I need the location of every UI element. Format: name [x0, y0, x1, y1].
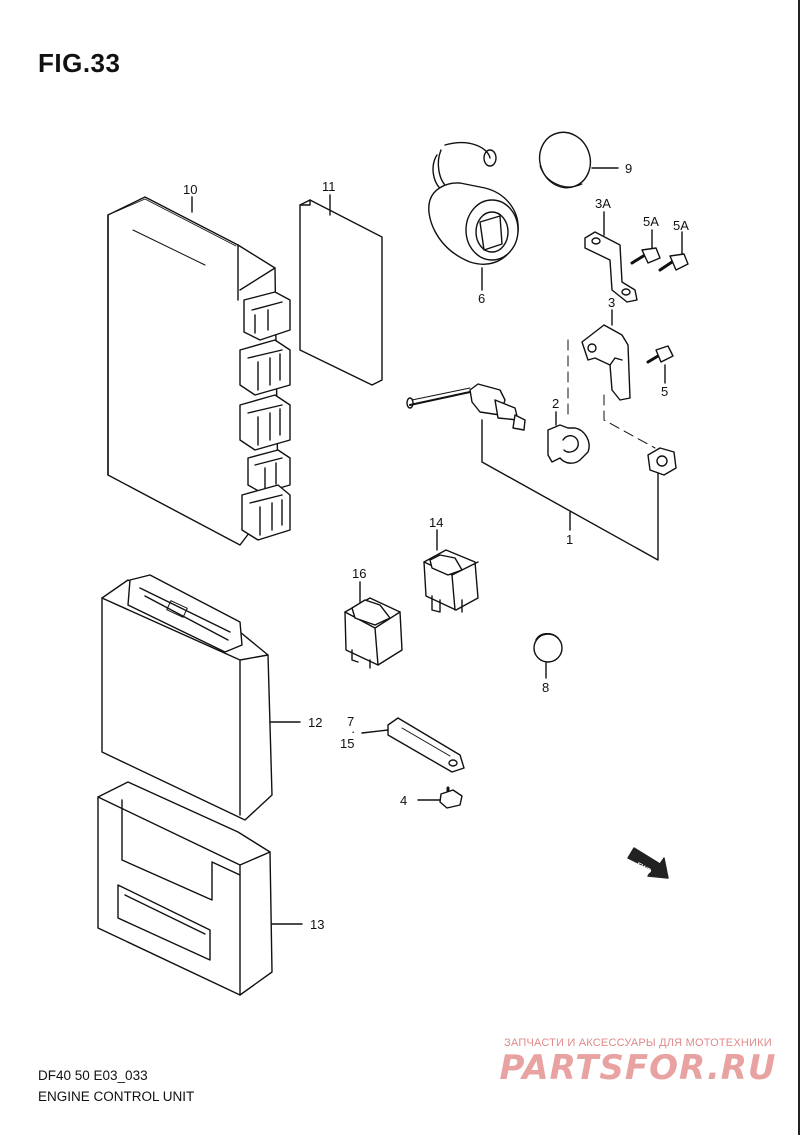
label-part-3a: 3A — [595, 196, 611, 211]
label-part-15: 15 — [340, 736, 354, 751]
part-5a-bolt-right — [658, 253, 689, 272]
part-3-bracket — [581, 324, 631, 401]
part-6-connector — [428, 141, 519, 265]
nut — [647, 447, 677, 476]
label-dot: · — [351, 724, 355, 739]
part-10-ecu-box — [107, 196, 291, 546]
model-code: DF40 50 E03_033 — [38, 1068, 148, 1083]
page-border — [798, 0, 800, 1135]
label-part-13: 13 — [310, 917, 324, 932]
part-12-control-unit — [101, 574, 273, 821]
part-2-clip — [547, 424, 590, 464]
part-8-plug — [533, 633, 563, 663]
part-5a-bolt-left — [630, 247, 661, 265]
part-4-bolt — [439, 786, 463, 809]
label-part-4: 4 — [400, 793, 407, 808]
part-7-15-strap — [387, 717, 465, 773]
part-3a-bracket — [584, 231, 638, 303]
label-part-5: 5 — [661, 384, 668, 399]
part-14-relay — [423, 549, 479, 613]
label-part-12: 12 — [308, 715, 322, 730]
label-part-5a-right: 5A — [673, 218, 689, 233]
part-11-pad — [299, 199, 383, 386]
leader-7-15 — [361, 729, 389, 734]
label-part-5a-left: 5A — [643, 214, 659, 229]
label-part-16: 16 — [352, 566, 366, 581]
part-13-holder — [97, 781, 273, 996]
label-part-1: 1 — [566, 532, 573, 547]
label-part-2: 2 — [552, 396, 559, 411]
fwd-arrow-icon: FWD — [627, 847, 669, 879]
watermark: ЗАПЧАСТИ И АКСЕССУАРЫ ДЛЯ МОТОТЕХНИКИ PA… — [488, 1037, 788, 1087]
label-part-10: 10 — [183, 182, 197, 197]
part-1-sensor — [406, 383, 526, 431]
label-part-11: 11 — [322, 179, 336, 194]
guide-line-b — [603, 394, 656, 449]
label-part-7: 7 — [347, 714, 354, 729]
label-part-6: 6 — [478, 291, 485, 306]
label-part-14: 14 — [429, 515, 443, 530]
label-part-8: 8 — [542, 680, 549, 695]
figure-caption: ENGINE CONTROL UNIT — [38, 1089, 195, 1104]
figure-title: FIG.33 — [38, 48, 121, 78]
label-part-3: 3 — [608, 295, 615, 310]
part-16-relay — [344, 597, 403, 669]
watermark-tagline: ЗАПЧАСТИ И АКСЕССУАРЫ ДЛЯ МОТОТЕХНИКИ — [504, 1037, 772, 1049]
bracket-line-1 — [481, 419, 659, 561]
footer: DF40 50 E03_033 ENGINE CONTROL UNIT — [38, 1065, 194, 1107]
part-5-bolt — [646, 345, 674, 364]
part-9-cap — [538, 131, 592, 189]
watermark-logo: PARTSFOR.RU — [499, 1048, 777, 1088]
label-part-9: 9 — [625, 161, 632, 176]
